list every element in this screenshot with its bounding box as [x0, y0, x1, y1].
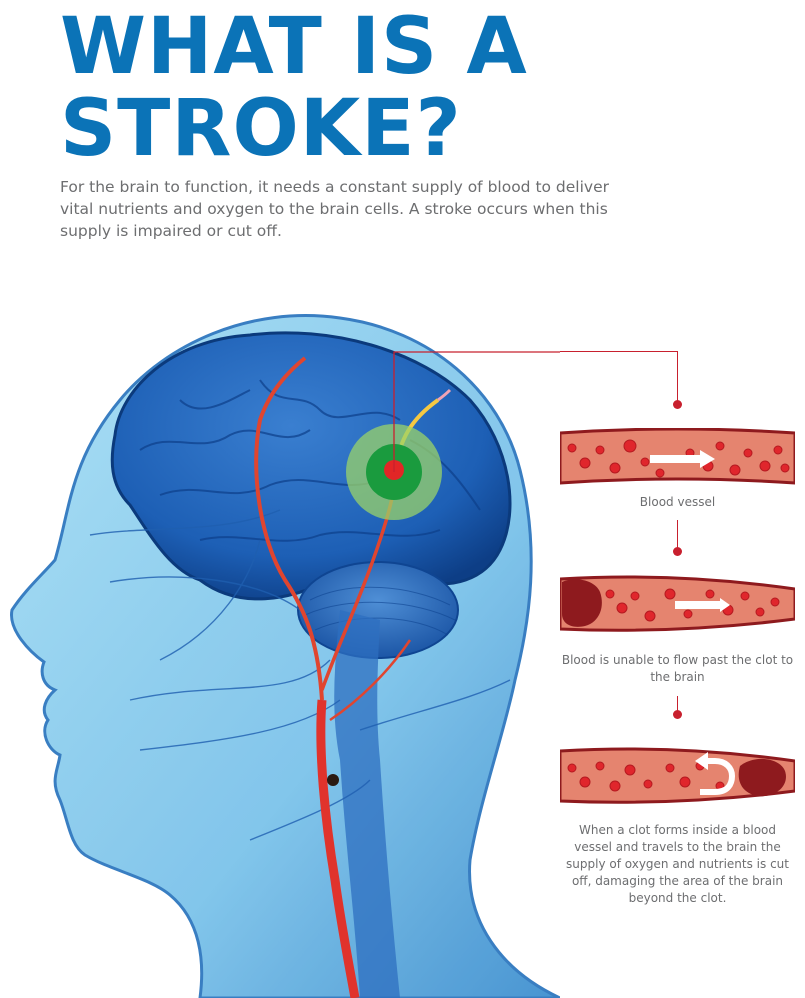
clot-marker	[327, 774, 339, 786]
caption-step-2: Blood is unable to flow past the clot to…	[561, 653, 794, 684]
title-line-1: WHAT IS A	[60, 2, 528, 92]
clot-1	[562, 579, 602, 627]
connector-vertical-3	[677, 696, 679, 712]
clot-2	[738, 758, 786, 797]
connector-vertical-1	[677, 351, 679, 403]
vessel-flow-reversed	[560, 747, 795, 804]
reverse-flow-arrow	[700, 758, 736, 795]
vessel-normal	[560, 428, 795, 485]
caption-step-1: Blood vessel	[639, 495, 716, 509]
connector-top	[560, 351, 678, 353]
connector-dot-2	[673, 547, 682, 556]
connector-dot-3	[673, 710, 682, 719]
head-brain-illustration	[10, 314, 560, 998]
brainstem	[334, 610, 400, 998]
vessel-clot-blocking	[560, 575, 795, 632]
page-title: WHAT IS A STROKE?	[60, 6, 528, 170]
intro-text: For the brain to function, it needs a co…	[60, 178, 610, 240]
title-line-2: STROKE?	[60, 84, 462, 174]
brain	[110, 331, 512, 601]
caption-step-3: When a clot forms inside a blood vessel …	[566, 823, 789, 905]
connector-dot-1	[673, 400, 682, 409]
connector-vertical-2	[677, 520, 679, 548]
carotid-artery	[316, 699, 360, 998]
